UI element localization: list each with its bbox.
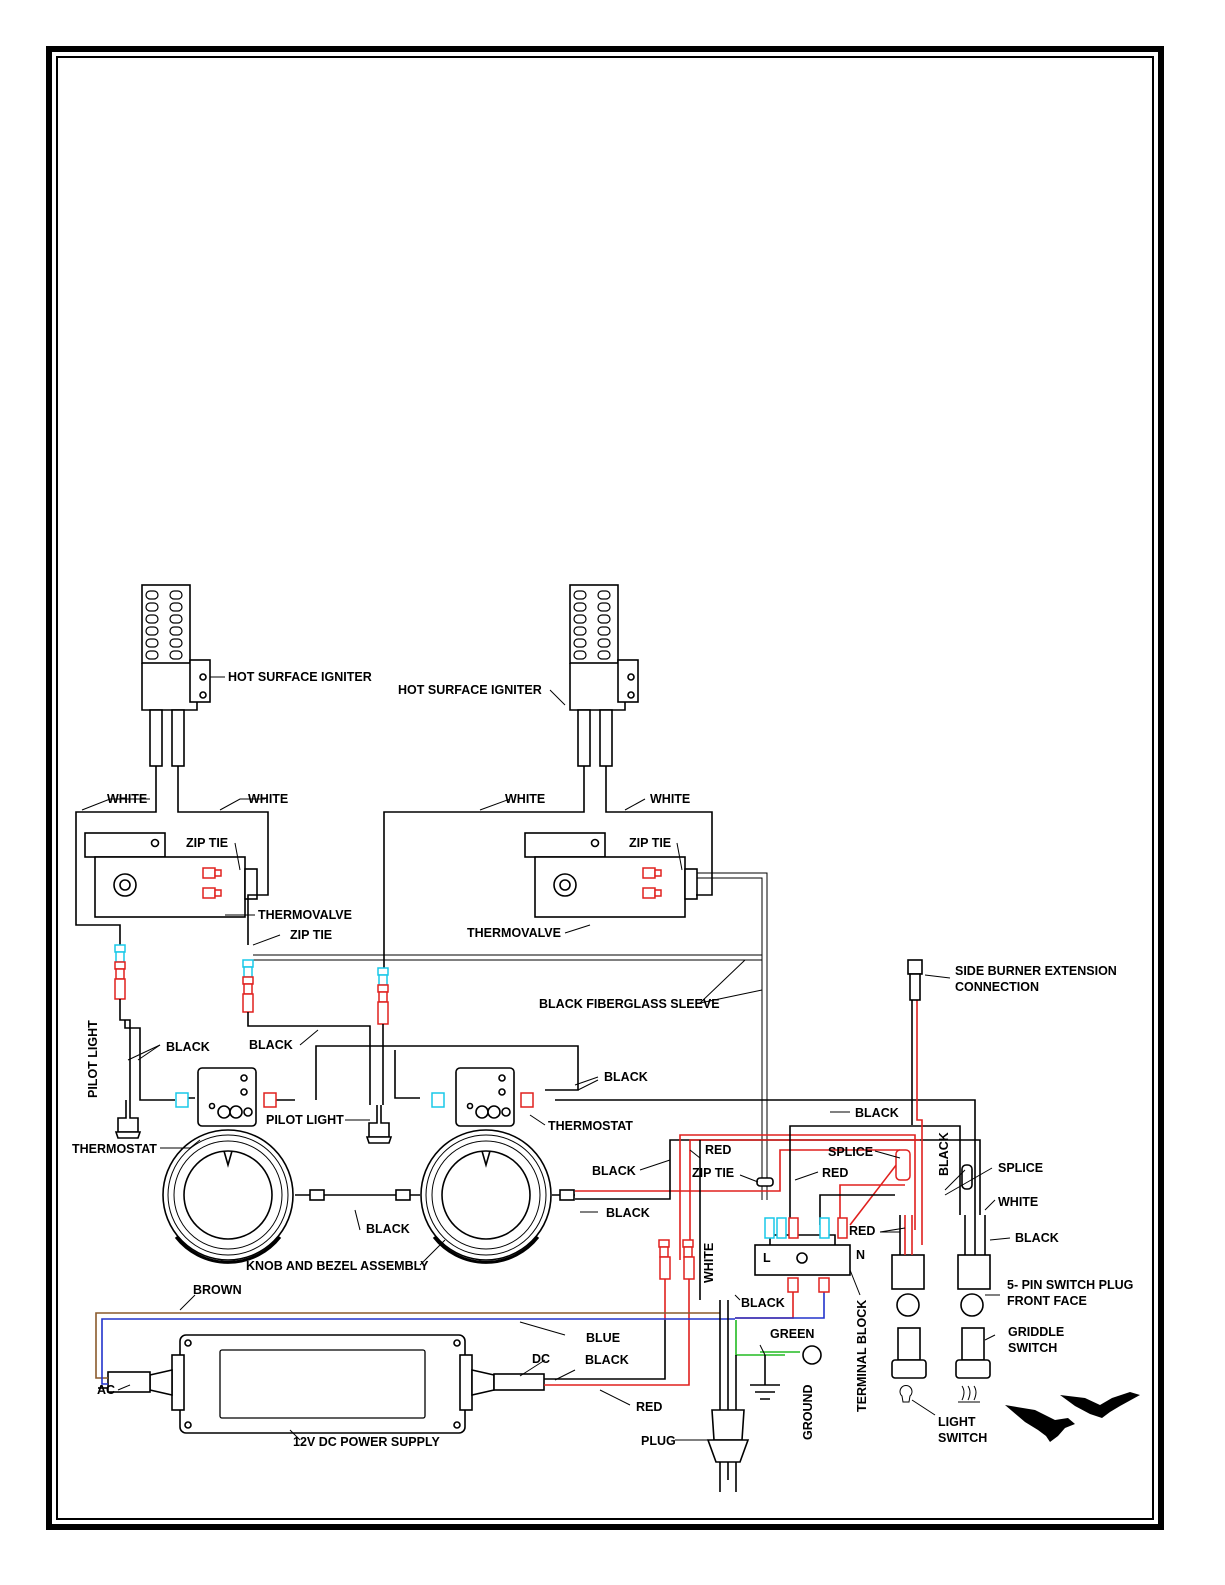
main-harness-wires: [552, 1000, 981, 1319]
thermostat-left-icon: [197, 1067, 257, 1127]
label-ground: GROUND: [801, 1384, 815, 1440]
label-terminal-l: L: [763, 1251, 771, 1265]
hot-surface-igniter-left-icon: [141, 584, 211, 767]
label-light-switch-1: LIGHT: [938, 1415, 976, 1429]
label-black-7: BLACK: [366, 1222, 410, 1236]
label-pilot-light-vertical: PILOT LIGHT: [86, 1020, 100, 1098]
label-thermovalve-left: THERMOVALVE: [258, 908, 352, 922]
label-side-burner-extension-1: SIDE BURNER EXTENSION: [955, 964, 1117, 978]
thermostat-right-icon: [455, 1067, 515, 1127]
label-black-2: BLACK: [249, 1038, 293, 1052]
terminal-block-icon: [754, 1217, 851, 1293]
zip-tie-harness: [756, 1177, 774, 1187]
griddle-switch-icon: [955, 1215, 991, 1403]
label-black-fiberglass-sleeve: BLACK FIBERGLASS SLEEVE: [539, 997, 720, 1011]
label-light-switch-2: SWITCH: [938, 1431, 987, 1445]
label-white-5: WHITE: [998, 1195, 1038, 1209]
label-black-9: BLACK: [741, 1296, 785, 1310]
label-dc: DC: [532, 1352, 550, 1366]
label-power-supply: 12V DC POWER SUPPLY: [293, 1435, 440, 1449]
plug-icon: [706, 1300, 785, 1492]
label-thermostat-right: THERMOSTAT: [548, 1119, 633, 1133]
ground-icon: [750, 1345, 822, 1400]
label-side-burner-extension-2: CONNECTION: [955, 980, 1039, 994]
label-black-8: BLACK: [1015, 1231, 1059, 1245]
label-black-1: BLACK: [166, 1040, 210, 1054]
black-fiberglass-sleeve: [253, 872, 768, 1200]
label-knob-bezel-assembly: KNOB AND BEZEL ASSEMBLY: [246, 1259, 429, 1273]
side-burner-extension-connector-icon: [907, 959, 923, 1001]
light-switch-icon: [891, 1215, 927, 1403]
label-hot-surface-igniter-right: HOT SURFACE IGNITER: [398, 683, 542, 697]
label-thermostat-left: THERMOSTAT: [72, 1142, 157, 1156]
eagles-logo-icon: [1005, 1392, 1140, 1442]
label-white-1: WHITE: [107, 792, 147, 806]
label-zip-tie-2: ZIP TIE: [629, 836, 671, 850]
splice-icons: [895, 1149, 973, 1190]
label-black-3: BLACK: [604, 1070, 648, 1084]
knob-black-wire: [295, 1189, 420, 1201]
label-5-pin-switch-plug-2: FRONT FACE: [1007, 1294, 1087, 1308]
leader-lines: [81, 676, 1011, 1441]
label-red-4: RED: [636, 1400, 662, 1414]
label-terminal-n: N: [856, 1248, 865, 1262]
power-supply-icon: [107, 1334, 545, 1434]
label-splice-1: SPLICE: [828, 1145, 873, 1159]
label-splice-2: SPLICE: [998, 1161, 1043, 1175]
label-white-vertical: WHITE: [702, 1243, 716, 1283]
label-ac: AC: [97, 1383, 115, 1397]
hot-surface-igniter-right-icon: [569, 584, 639, 767]
page-border-inner: [56, 56, 1154, 1520]
igniter-white-wires: [75, 766, 713, 968]
label-white-2: WHITE: [248, 792, 288, 806]
label-white-3: WHITE: [505, 792, 545, 806]
label-zip-tie-4: ZIP TIE: [692, 1166, 734, 1180]
label-griddle-switch-1: GRIDDLE: [1008, 1325, 1064, 1339]
label-griddle-switch-2: SWITCH: [1008, 1341, 1057, 1355]
label-plug: PLUG: [641, 1434, 676, 1448]
label-hot-surface-igniter-left: HOT SURFACE IGNITER: [228, 670, 372, 684]
label-pilot-light: PILOT LIGHT: [266, 1113, 344, 1127]
page-border-outer: [46, 46, 1164, 1530]
label-black-vertical: BLACK: [937, 1132, 951, 1176]
label-zip-tie-3: ZIP TIE: [290, 928, 332, 942]
label-red-1: RED: [705, 1143, 731, 1157]
label-black-4: BLACK: [855, 1106, 899, 1120]
thermostat-black-wires: [119, 999, 976, 1215]
label-blue: BLUE: [586, 1331, 620, 1345]
label-zip-tie-1: ZIP TIE: [186, 836, 228, 850]
label-black-6: BLACK: [606, 1206, 650, 1220]
label-5-pin-switch-plug-1: 5- PIN SWITCH PLUG: [1007, 1278, 1133, 1292]
knob-bezel-left-icon: [161, 1128, 295, 1264]
label-terminal-block: TERMINAL BLOCK: [855, 1300, 869, 1412]
label-thermovalve-right: THERMOVALVE: [467, 926, 561, 940]
power-supply-wires: [95, 1312, 735, 1389]
label-red-2: RED: [822, 1166, 848, 1180]
thermovalve-left-icon: [84, 832, 258, 918]
pilot-light-right-icon: [366, 1104, 392, 1144]
label-white-4: WHITE: [650, 792, 690, 806]
label-green: GREEN: [770, 1327, 814, 1341]
knob-bezel-right-icon: [419, 1128, 553, 1264]
label-brown: BROWN: [193, 1283, 242, 1297]
thermovalve-right-icon: [524, 832, 698, 918]
label-black-5: BLACK: [592, 1164, 636, 1178]
pilot-light-left-icon: [115, 1099, 141, 1139]
label-red-3: RED: [849, 1224, 875, 1238]
label-black-10: BLACK: [585, 1353, 629, 1367]
